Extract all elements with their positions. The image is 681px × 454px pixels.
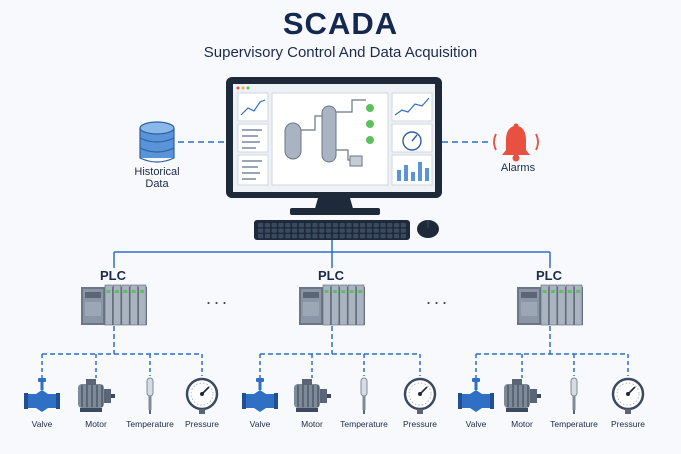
temperature-sensor-icon <box>360 377 368 414</box>
device-label: Valve <box>31 419 53 429</box>
device-label: Valve <box>249 419 271 429</box>
plc-rack-icon <box>517 284 583 326</box>
plc-label: PLC <box>100 268 126 283</box>
pressure-gauge-icon <box>403 377 437 414</box>
historical-data-label: Historical Data <box>134 166 180 190</box>
motor-icon <box>504 379 541 412</box>
pressure-gauge-icon <box>611 377 645 414</box>
plc-label: PLC <box>536 268 562 283</box>
valve-icon <box>24 378 60 412</box>
device-label: Motor <box>85 419 107 429</box>
device-label: Pressure <box>610 419 645 429</box>
device-label: Temperature <box>550 419 598 429</box>
ellipsis-left: ... <box>206 288 231 308</box>
diagram-subtitle: Supervisory Control And Data Acquisition <box>203 44 478 61</box>
device-label: Temperature <box>126 419 174 429</box>
motor-icon <box>294 379 331 412</box>
diagram-title: SCADA <box>282 6 399 41</box>
valve-icon <box>242 378 278 412</box>
ellipsis-right: ... <box>426 288 451 308</box>
device-label: Motor <box>301 419 323 429</box>
temperature-sensor-icon <box>146 377 154 414</box>
device-label: Valve <box>465 419 487 429</box>
device-label: Pressure <box>184 419 219 429</box>
device-label: Motor <box>511 419 533 429</box>
alarms-label: Alarms <box>500 162 536 174</box>
device-label: Pressure <box>402 419 437 429</box>
plc-label: PLC <box>318 268 344 283</box>
device-label: Temperature <box>340 419 388 429</box>
temperature-sensor-icon <box>570 377 578 414</box>
motor-icon <box>78 379 115 412</box>
pressure-gauge-icon <box>185 377 219 414</box>
plc-rack-icon <box>81 284 147 326</box>
plc-rack-icon <box>299 284 365 326</box>
valve-icon <box>458 378 494 412</box>
